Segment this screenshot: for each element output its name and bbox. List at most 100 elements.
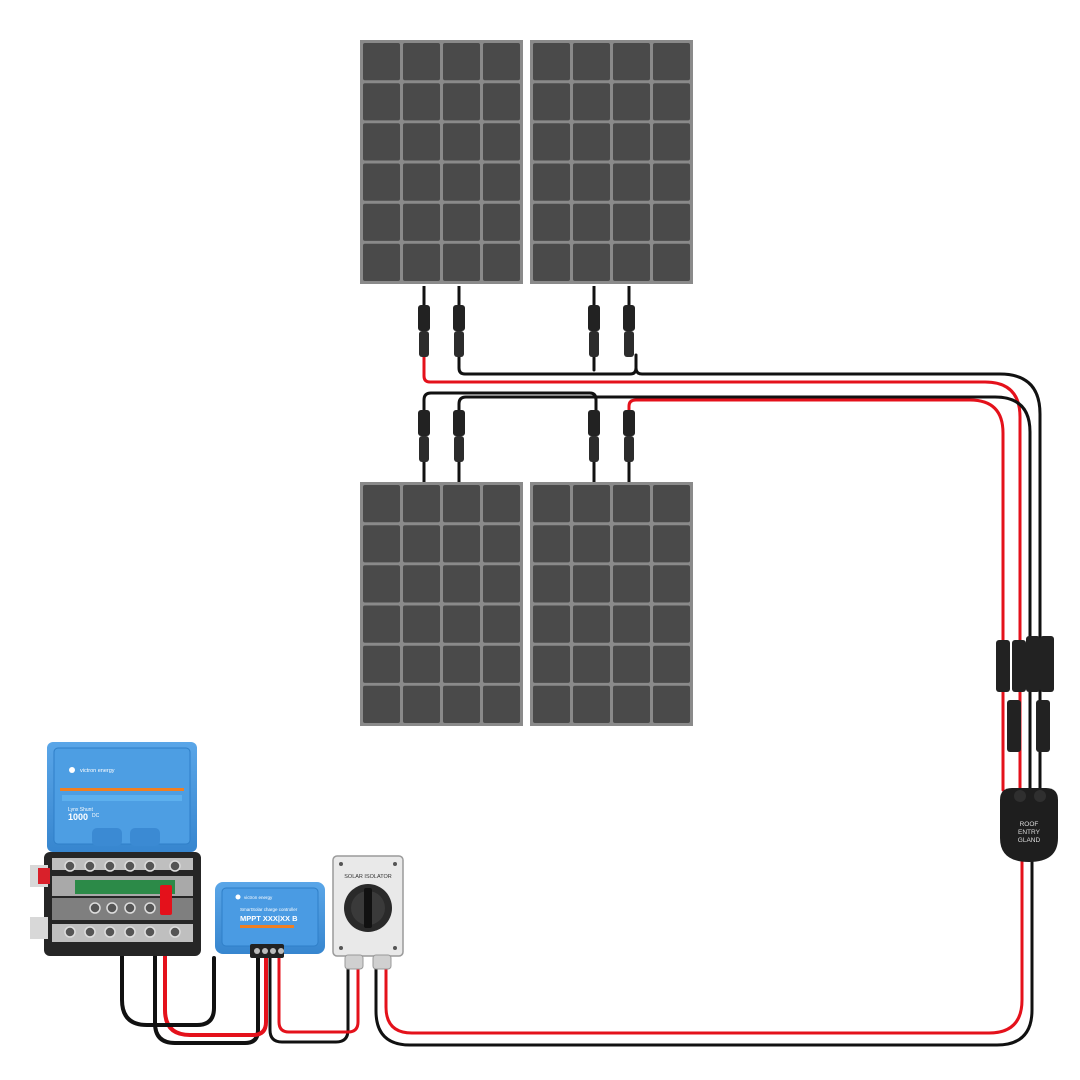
wiring [120,351,1042,1047]
solar-cell [363,645,400,683]
panel-frame [360,40,523,284]
solar-panel-top-left [360,40,523,284]
mc4-connector [588,305,600,331]
solar-cell [483,565,520,603]
solar-cell [403,645,440,683]
bolt [144,926,156,938]
bolt [106,902,118,914]
solar-cell [573,203,610,241]
roof-entry-gland-label: ENTRY [1018,829,1041,836]
negative-cable-bottom-to-gland [457,395,1032,792]
victron-logo-icon [69,767,75,773]
solar-cell [443,203,480,241]
bolt [144,902,156,914]
roof-entry-gland-label: GLAND [1018,837,1041,844]
bolt [84,926,96,938]
mc4-connector [419,331,429,357]
solar-cell [653,163,690,201]
solar-cell [653,43,690,81]
solar-cell [483,485,520,523]
lynx-bolts [64,860,181,938]
panel-frame [530,40,693,284]
solar-cell [613,83,650,121]
mc4-connector [624,331,634,357]
solar-cell [443,163,480,201]
mppt-model: MPPT XXX|XX B [240,914,298,923]
branch-connector-negative [1040,636,1054,692]
solar-cell [483,163,520,201]
bolt [124,926,136,938]
mc4-connector [454,436,464,462]
solar-cell [573,685,610,723]
solar-cell [613,123,650,161]
panel-frame [360,482,523,726]
solar-panel-bottom-right [530,482,693,726]
mc4-connector [418,305,430,331]
branch-connectors [996,636,1054,752]
solar-cell [483,83,520,121]
solar-cell [443,685,480,723]
lynx-rating: 1000 [68,812,88,822]
solar-cell [533,485,570,523]
solar-cell [443,645,480,683]
solar-cell [483,243,520,281]
solar-cell [363,123,400,161]
mppt-brand: victron energy [244,895,273,900]
solar-cell [443,83,480,121]
lynx-model-line: Lynx Shunt [68,807,93,813]
solar-cell [573,525,610,563]
solar-cell [653,645,690,683]
bolt [169,860,181,872]
solar-cell [653,485,690,523]
solar-isolator-label: SOLAR ISOLATOR [344,874,392,880]
solar-cell [363,163,400,201]
solar-cell [653,243,690,281]
solar-cell [403,43,440,81]
negative-cable-lynx-loop [120,943,216,1027]
solar-cell [613,163,650,201]
solar-cell [573,123,610,161]
solar-cell [403,605,440,643]
positive-cable-bottom-to-gland [627,398,1005,792]
solar-cell [363,565,400,603]
solar-cell [363,685,400,723]
solar-cell [573,645,610,683]
branch-connector-negative [1026,636,1040,692]
solar-cell [403,485,440,523]
bolt [144,860,156,872]
solar-cell [363,83,400,121]
lynx-brand: victron energy [80,768,115,774]
solar-cell [613,685,650,723]
solar-cell [403,203,440,241]
bolt [84,860,96,872]
bolt [124,902,136,914]
solar-cell [403,685,440,723]
solar-cell [653,605,690,643]
solar-cell [613,645,650,683]
solar-cell [363,525,400,563]
solar-cell [533,83,570,121]
solar-cell [613,565,650,603]
solar-cell [443,123,480,161]
solar-cell [613,485,650,523]
solar-cell [403,123,440,161]
solar-cell [533,645,570,683]
solar-cell [483,203,520,241]
solar-cell [533,525,570,563]
solar-cell [403,243,440,281]
mppt-charge-controller: victron energy SmartSolar charge control… [215,882,325,958]
solar-cell [363,243,400,281]
bolt [64,926,76,938]
branch-connector-tail [1007,700,1021,752]
solar-cell [573,243,610,281]
negative-cable-gland-to-isolator [374,856,1034,1047]
solar-cell [573,565,610,603]
solar-cell [533,123,570,161]
mc4-connector [588,410,600,436]
bolt [169,926,181,938]
panel-frame [530,482,693,726]
solar-cell [403,565,440,603]
positive-cable-controller-to-lynx [163,903,268,1037]
bolt [89,902,101,914]
solar-cell [533,565,570,603]
